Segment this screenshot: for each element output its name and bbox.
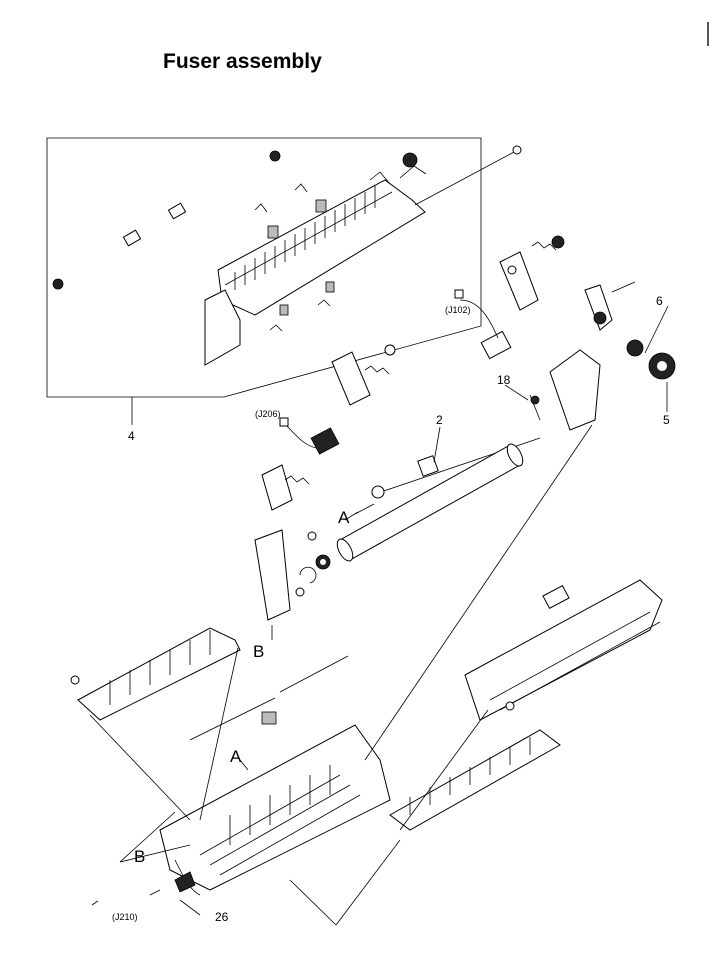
callout-6: 6 xyxy=(656,294,663,308)
callout-2: 2 xyxy=(436,413,443,427)
delivery-roller-shaft xyxy=(52,150,281,290)
connector-j206: (J206) xyxy=(255,409,281,419)
callout-4: 4 xyxy=(128,429,135,443)
page-title: Fuser assembly xyxy=(163,50,322,73)
callout-b-lower: B xyxy=(134,847,145,866)
callout-b-upper: B xyxy=(253,642,264,661)
callout-26: 26 xyxy=(215,910,229,924)
lower-fuser-frame xyxy=(70,627,391,906)
connector-j210: (J210) xyxy=(112,912,138,922)
callout-18: 18 xyxy=(497,373,511,387)
callout-a-lower: A xyxy=(230,747,242,766)
left-fuser-bracket xyxy=(254,464,331,640)
margin-rule xyxy=(707,22,709,46)
paper-delivery-guide xyxy=(389,579,663,831)
inset-small-parts xyxy=(254,145,522,332)
upper-guide xyxy=(204,152,427,366)
fuser-heater-assembly xyxy=(279,289,512,455)
connector-j102: (J102) xyxy=(445,305,471,315)
right-fuser-bracket xyxy=(499,235,676,431)
pressure-roller xyxy=(336,394,541,562)
callout-a-upper: A xyxy=(338,508,350,527)
leader-lines xyxy=(119,384,593,926)
callout-5: 5 xyxy=(663,413,670,427)
